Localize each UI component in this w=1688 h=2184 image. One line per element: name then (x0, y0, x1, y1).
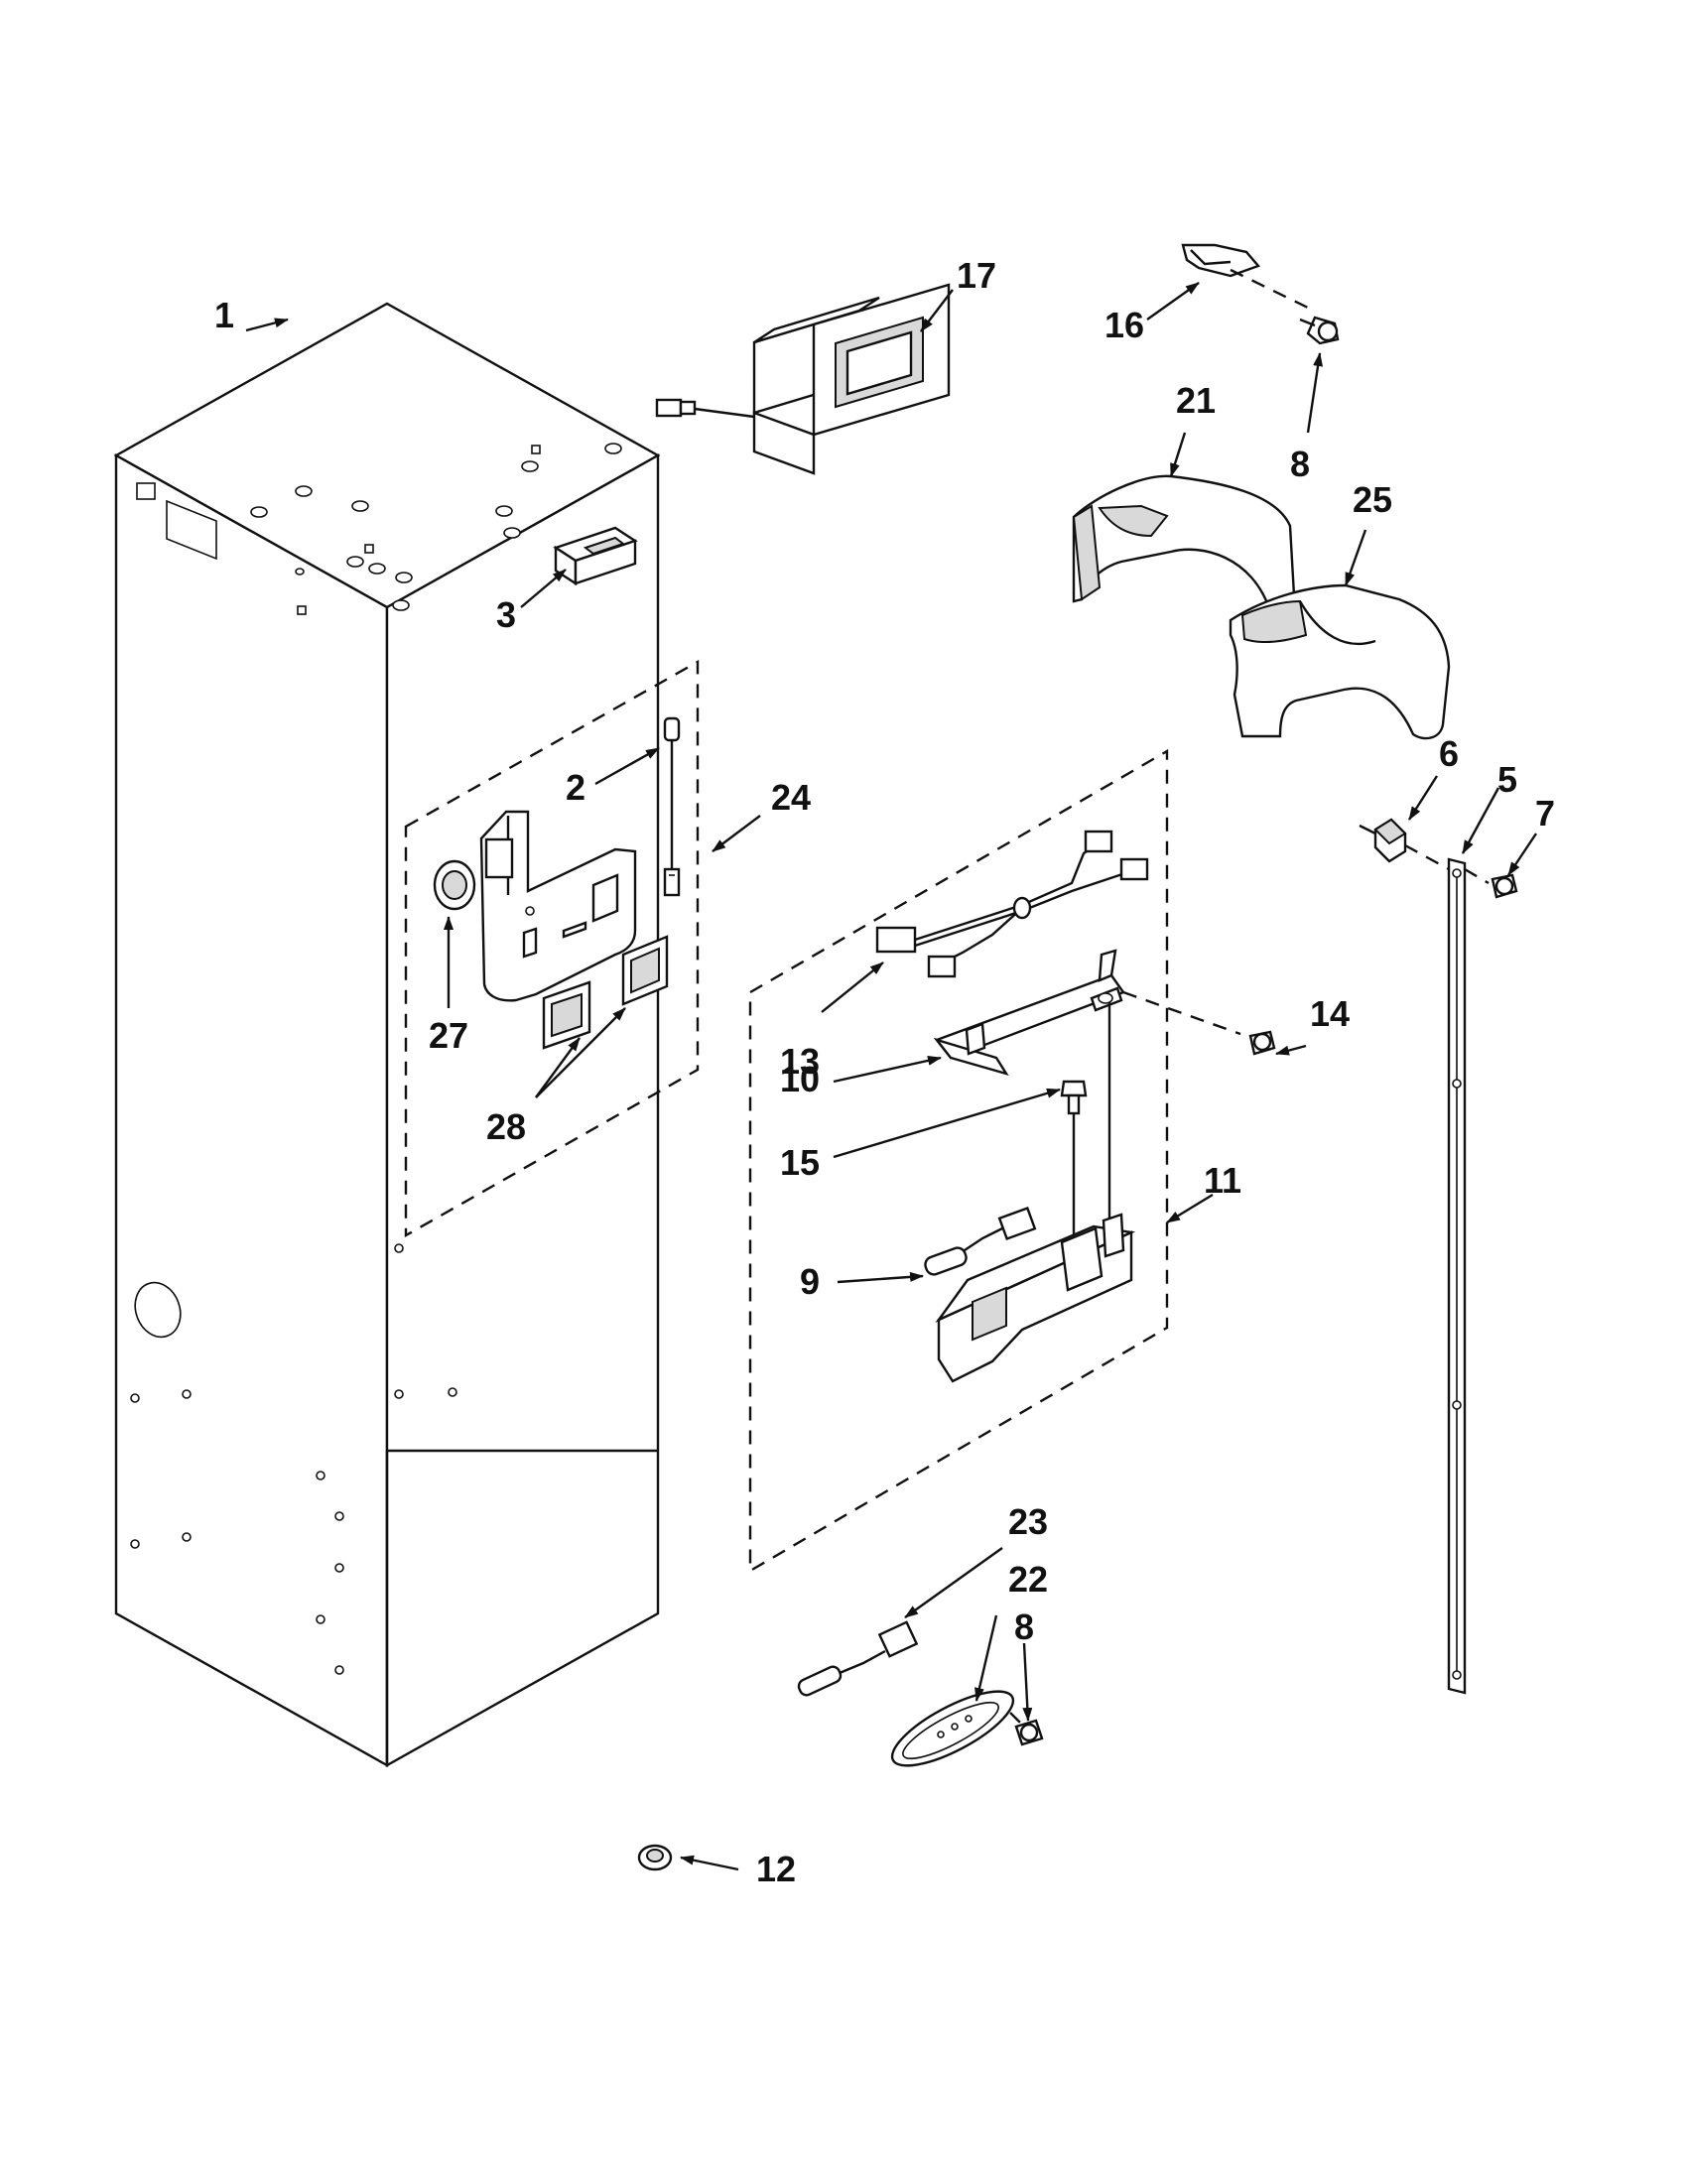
callout-1: 1 (214, 295, 234, 335)
membrane-pads (542, 935, 669, 1050)
control-housing-group (404, 659, 700, 1238)
callout-labels: 1 17 16 8 21 25 3 2 24 6 5 7 27 28 13 14… (214, 255, 1555, 1889)
control-box-group (748, 748, 1169, 1574)
bracket-clip (1181, 243, 1309, 310)
callout-23: 23 (1008, 1501, 1048, 1542)
screw-guide-14 (1122, 990, 1241, 1036)
callout-10: 10 (780, 1059, 820, 1099)
control-screw (1060, 1080, 1088, 1250)
callout-13: 13 (780, 1041, 820, 1082)
callout-21: 21 (1176, 380, 1216, 421)
cabinet-liner (113, 302, 661, 1768)
callout-7: 7 (1535, 793, 1555, 834)
light-assembly (655, 283, 951, 475)
wire-harness (875, 830, 1149, 978)
duct-cover-lower (1229, 583, 1451, 740)
callout-28: 28 (486, 1106, 526, 1147)
thermistor-probe (797, 1620, 919, 1697)
callout-14: 14 (1310, 993, 1350, 1034)
lens-screw-guide (1009, 1712, 1023, 1726)
callout-22: 22 (1008, 1559, 1048, 1600)
sensor-probe (924, 1206, 1037, 1276)
thermistor-wire (663, 716, 681, 897)
callout-8-bottom: 8 (1014, 1606, 1034, 1647)
callout-8-top: 8 (1290, 444, 1310, 484)
control-cover (933, 949, 1125, 1077)
control-knob (433, 859, 476, 911)
control-tray (935, 1213, 1136, 1383)
callout-16: 16 (1104, 305, 1144, 345)
shelf-rail (1447, 857, 1467, 1695)
lens-screw (1014, 1719, 1044, 1746)
callout-6: 6 (1439, 733, 1459, 774)
rail-screw (1491, 873, 1518, 899)
connector-housing (553, 526, 638, 586)
duct-cover-upper (1072, 474, 1296, 615)
screw-top (1299, 316, 1340, 345)
callout-3: 3 (496, 594, 516, 635)
callout-11: 11 (1204, 1160, 1241, 1201)
callout-17: 17 (957, 255, 996, 296)
callout-12: 12 (756, 1849, 796, 1889)
rail-screw-guide (1464, 867, 1490, 885)
clip-guide (1404, 843, 1450, 871)
screw-right (1248, 1030, 1276, 1056)
led-lens (890, 1690, 1015, 1767)
callout-27: 27 (429, 1015, 468, 1056)
control-housing (479, 810, 637, 1002)
callout-2: 2 (566, 767, 585, 808)
callout-9: 9 (800, 1261, 820, 1302)
plug-button (637, 1844, 673, 1871)
callout-5: 5 (1497, 759, 1517, 800)
leader-lines (245, 282, 1537, 1871)
callout-25: 25 (1353, 479, 1392, 520)
callout-24: 24 (771, 777, 811, 818)
callout-15: 15 (780, 1142, 820, 1183)
clip-small (1359, 818, 1407, 863)
